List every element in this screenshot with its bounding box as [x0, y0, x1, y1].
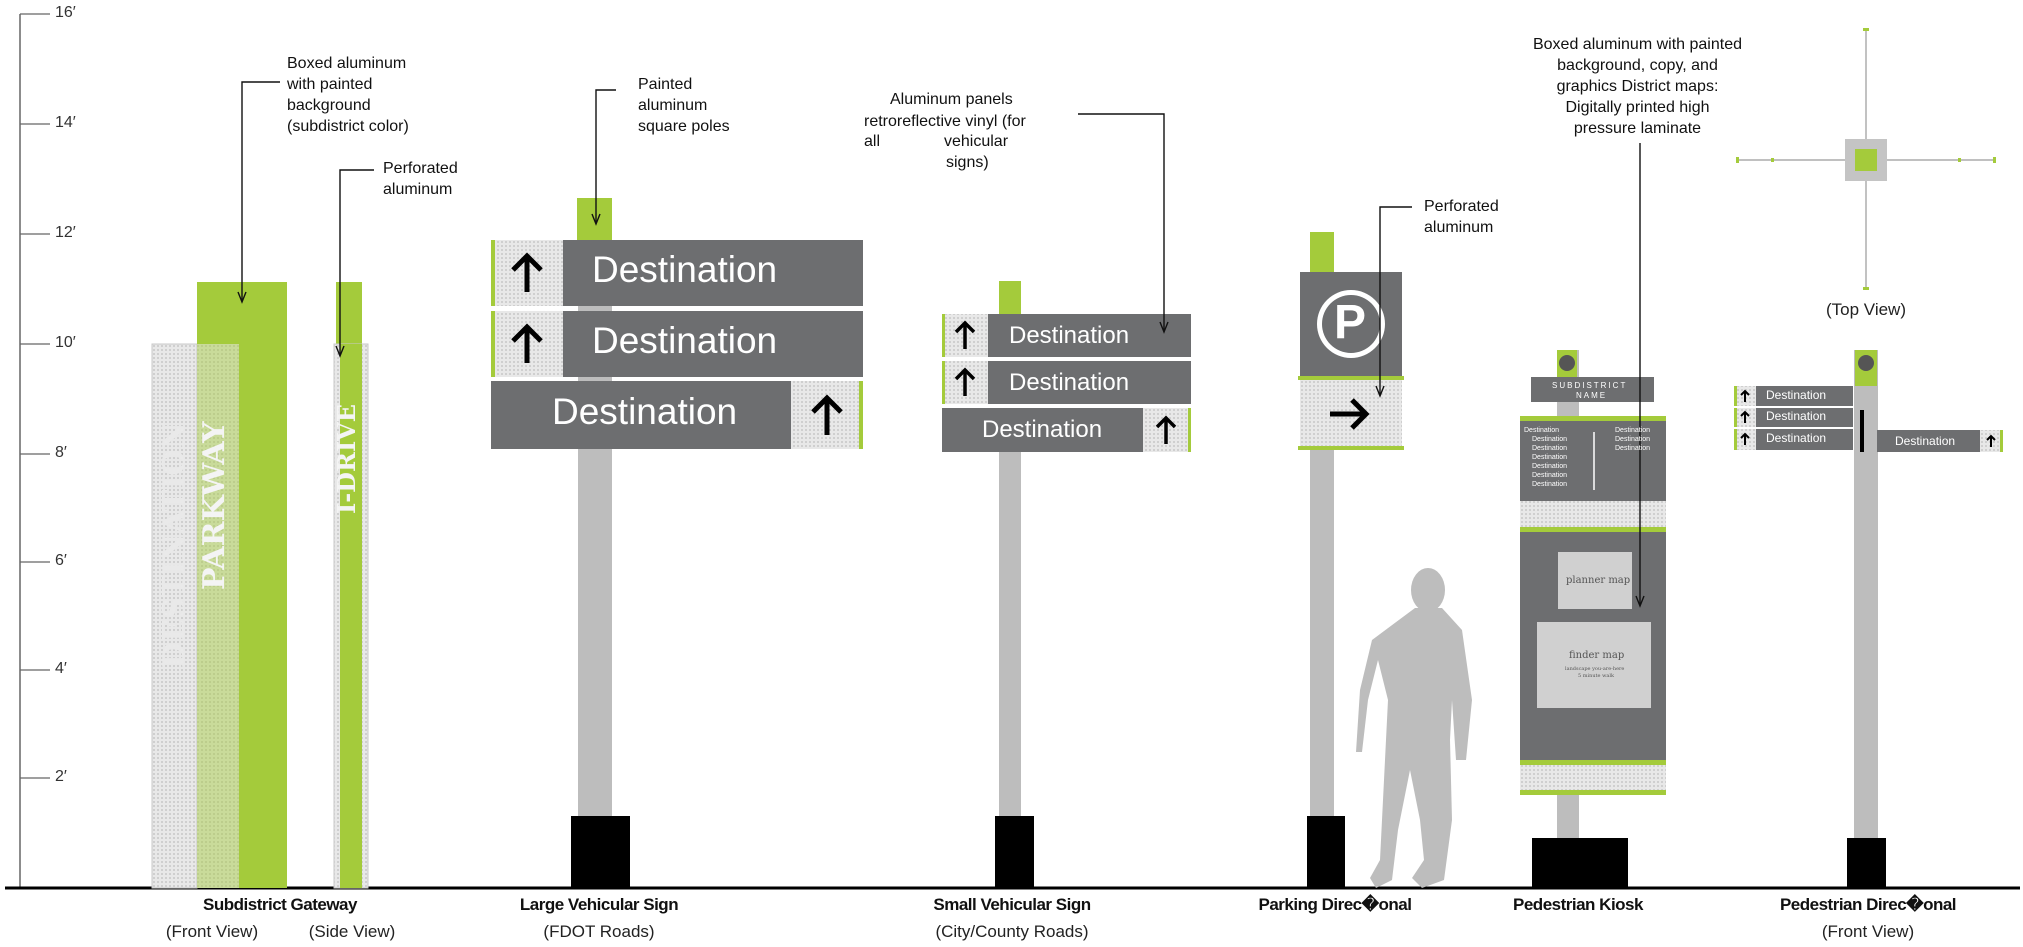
person-silhouette	[1356, 568, 1472, 888]
list-item: Destination	[1532, 454, 1568, 461]
ped-dir-row-2: Destination	[1766, 409, 1827, 423]
gateway-idrive-text: I-DRIVE	[332, 403, 361, 514]
caption-small-vehicular-sign: Small Vehicular Sign	[933, 895, 1091, 914]
note-boxed-aluminum: Boxed aluminum with painted background (…	[287, 55, 409, 135]
large-sign-row-1: Destination	[592, 249, 778, 290]
parking-directional	[1298, 232, 1404, 888]
small-sign-row-1: Destination	[1009, 322, 1130, 349]
height-scale	[19, 13, 50, 888]
note-perforated-aluminum-gateway: Perforated aluminum	[383, 160, 458, 198]
gateway-destination-text: DESTINATION	[157, 422, 192, 668]
large-sign-row-3: Destination	[552, 391, 738, 432]
list-item: Destination	[1615, 427, 1651, 434]
scale-label-16: 16′	[55, 4, 76, 21]
kiosk-planner-map-label: planner map	[1566, 575, 1631, 586]
note-painted-poles: Painted aluminum square poles	[638, 76, 730, 135]
list-item: Destination	[1615, 445, 1651, 452]
scale-label-8: 8′	[55, 444, 67, 461]
small-sign-row-2: Destination	[1009, 369, 1130, 396]
list-item: Destination	[1532, 445, 1568, 452]
kiosk-finder-sub-2: 5 minute walk	[1578, 673, 1614, 679]
scale-label-2: 2′	[55, 768, 67, 785]
ped-dir-side-row: Destination	[1895, 434, 1956, 448]
scale-label-14: 14′	[55, 114, 76, 131]
scale-label-4: 4′	[55, 660, 67, 677]
list-item: Destination	[1532, 436, 1568, 443]
pedestrian-kiosk	[1520, 350, 1666, 888]
kiosk-header-line-1: SUBDISTRICT	[1552, 381, 1628, 390]
top-view-label: (Top View)	[1826, 300, 1906, 319]
top-view-plan	[1736, 28, 1996, 290]
scale-label-12: 12′	[55, 224, 76, 241]
caption-subdistrict-gateway: Subdistrict Gateway	[203, 895, 357, 914]
list-item: Destination	[1615, 436, 1651, 443]
ped-dir-row-3: Destination	[1766, 431, 1827, 445]
small-sign-row-3: Destination	[982, 416, 1103, 443]
large-sign-row-2: Destination	[592, 320, 778, 361]
caption-pedestrian-kiosk: Pedestrian Kiosk	[1513, 895, 1643, 914]
note-perforated-aluminum-parking: Perforated aluminum	[1424, 198, 1499, 236]
caption-gateway-side-view: (Side View)	[308, 922, 396, 941]
gateway-parkway-text: PARKWAY	[197, 421, 232, 590]
caption-city-county-roads: (City/County Roads)	[935, 922, 1089, 941]
caption-parking-directional: Parking Direc�onal	[1258, 895, 1412, 914]
list-item: Destination	[1532, 472, 1568, 479]
note-kiosk-materials: Boxed aluminum with painted background, …	[1532, 36, 1742, 137]
caption-gateway-front-view: (Front View)	[165, 922, 259, 941]
scale-label-6: 6′	[55, 552, 67, 569]
caption-large-vehicular-sign: Large Vehicular Sign	[519, 895, 679, 914]
large-vehicular-sign	[491, 198, 863, 888]
caption-ped-dir-front-view: (Front View)	[1821, 922, 1915, 941]
small-vehicular-sign	[942, 281, 1191, 888]
kiosk-finder-map-label: finder map	[1569, 650, 1625, 661]
subdistrict-gateway	[151, 282, 369, 889]
kiosk-finder-sub-1: landscape you-are-here	[1565, 666, 1625, 672]
list-item: Destination	[1524, 427, 1560, 434]
parking-p-letter: P	[1334, 296, 1367, 349]
scale-label-10: 10′	[55, 334, 76, 351]
list-item: Destination	[1532, 481, 1568, 488]
kiosk-header-line-2: NAME	[1576, 391, 1608, 400]
ped-dir-row-1: Destination	[1766, 388, 1827, 402]
pedestrian-directional	[1734, 350, 2003, 888]
note-aluminum-panels: Aluminum panels retroreflective vinyl (f…	[864, 91, 1026, 171]
caption-pedestrian-directional: Pedestrian Direc�onal	[1779, 895, 1957, 914]
caption-fdot-roads: (FDOT Roads)	[543, 922, 655, 941]
leader-lines	[237, 81, 1645, 608]
list-item: Destination	[1532, 463, 1568, 470]
